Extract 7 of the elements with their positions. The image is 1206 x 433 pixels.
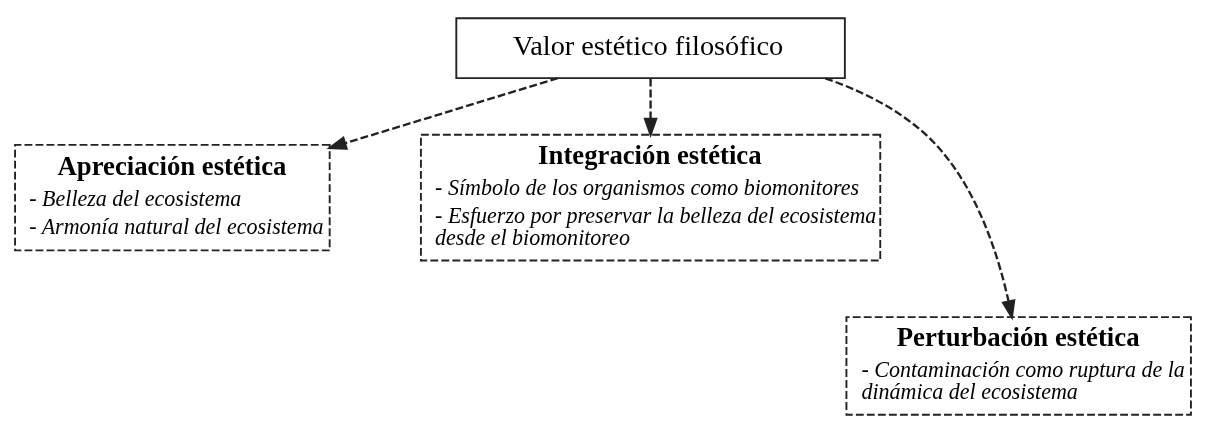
node-box: Valor estético filosófico	[455, 17, 846, 79]
node-box: Apreciación estética - Belleza del ecosistema - Armonía natural del ecosistema	[14, 144, 331, 252]
arrow	[824, 77, 1016, 321]
node-box: Perturbación estética - Contaminación como ruptura de la dinámica del ecosistema	[845, 316, 1192, 416]
node-box: Integración estética - Símbolo de los organismos como biomonitores - Esfuerzo por preservar la belleza del ecosistema desde el biomonitoreo	[419, 133, 882, 262]
arrow	[326, 77, 559, 150]
arrow	[643, 78, 658, 139]
